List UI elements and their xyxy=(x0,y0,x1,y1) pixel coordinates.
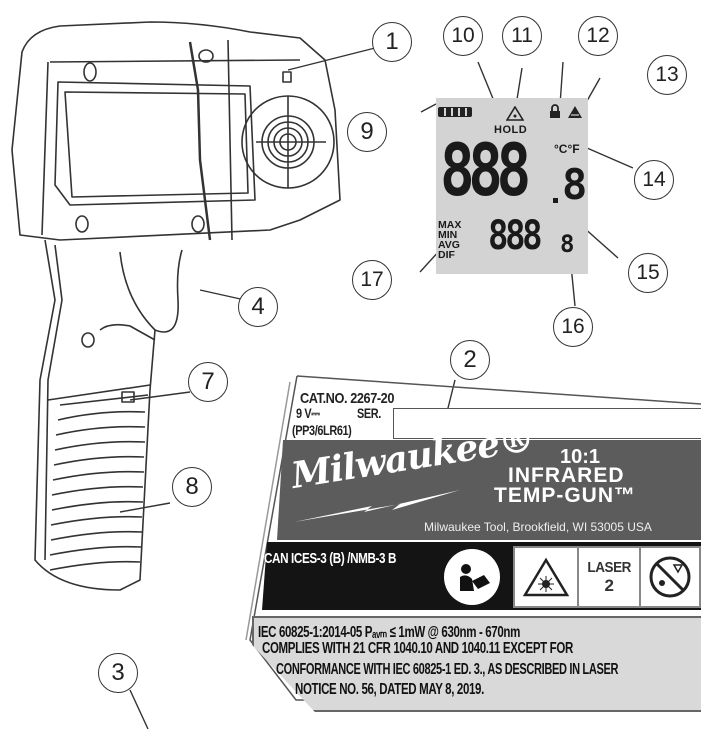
cat-number: CAT.NO. 2267-20 xyxy=(300,390,395,407)
product-ratio: 10:1 xyxy=(560,446,601,468)
serial-label: SER. xyxy=(357,405,381,421)
callout-2: 2 xyxy=(450,340,490,380)
secondary-decimal-digit: 8 xyxy=(560,230,575,258)
callout-15: 15 xyxy=(628,253,668,293)
lcd-display: HOLD °C°F 888 8 MAX MIN AVG DIF 888 8 xyxy=(436,98,588,274)
ices-statement: CAN ICES-3 (B) /NMB-3 B xyxy=(264,550,397,567)
callout-17: 17 xyxy=(352,260,392,300)
compliance-line-2: COMPLIES WITH 21 CFR 1040.10 AND 1040.11… xyxy=(262,640,573,657)
temp-units: °C°F xyxy=(554,142,580,156)
product-name-line2: TEMP-GUN™ xyxy=(494,484,636,507)
laser-label: LASER xyxy=(587,558,631,576)
callout-1: 1 xyxy=(372,22,412,62)
read-manual-icon xyxy=(444,549,500,605)
callout-8: 8 xyxy=(172,467,212,507)
mode-dif: DIF xyxy=(438,249,455,261)
mode-labels: MAX MIN AVG DIF xyxy=(438,219,462,261)
callout-10: 10 xyxy=(443,16,483,56)
product-name-line1: INFRARED xyxy=(508,464,625,487)
callout-7: 7 xyxy=(188,362,228,402)
no-stare-symbol xyxy=(641,548,699,606)
laser-hazard-symbol xyxy=(515,548,579,606)
callout-9: 9 xyxy=(347,112,387,152)
laser-hazard-icon xyxy=(523,557,569,597)
compliance-line-4: NOTICE NO. 56, DATED MAY 8, 2019. xyxy=(295,681,484,698)
laser-aperture xyxy=(282,71,292,83)
mode-avg: AVG xyxy=(438,239,460,251)
display-window xyxy=(54,81,256,206)
callout-12: 12 xyxy=(578,16,618,56)
compliance-line-3: CONFORMANCE WITH IEC 60825-1 ED. 3., AS … xyxy=(276,661,619,678)
callout-16: 16 xyxy=(553,307,593,347)
trigger-outline xyxy=(119,249,183,333)
main-decimal-digit: 8 xyxy=(562,160,588,209)
callout-11: 11 xyxy=(502,16,542,56)
voltage-rating: 9 V⎓ xyxy=(296,405,320,421)
backlight-icon xyxy=(568,106,582,118)
mode-min: MIN xyxy=(438,229,458,241)
manufacturer-address: Milwaukee Tool, Brookfield, WI 53005 USA xyxy=(424,520,652,534)
serial-field xyxy=(393,408,701,439)
decimal-point xyxy=(553,198,558,203)
laser-class-box: LASER 2 xyxy=(579,548,641,606)
secondary-reading: 888 xyxy=(488,213,543,259)
laser-warning-panel: LASER 2 xyxy=(513,546,701,608)
callout-13: 13 xyxy=(647,55,687,95)
do-not-stare-icon xyxy=(649,556,691,598)
handle-outline xyxy=(34,239,156,591)
main-reading: 888 xyxy=(440,128,531,212)
hold-indicator: HOLD xyxy=(494,124,528,136)
brand-band xyxy=(277,440,701,540)
housing-outline xyxy=(11,21,341,241)
callout-4: 4 xyxy=(238,287,278,327)
battery-type: (PP3/6LR61) xyxy=(292,422,352,438)
callout-3: 3 xyxy=(98,653,138,693)
compliance-box xyxy=(252,616,701,712)
lightning-bolt-icon xyxy=(294,490,460,522)
mode-max: MAX xyxy=(438,219,462,231)
battery-icon xyxy=(438,107,472,117)
callout-14: 14 xyxy=(634,160,674,200)
compliance-line-1: IEC 60825-1:2014-05 Pₐᵥₘ ≤ 1mW @ 630nm -… xyxy=(258,624,520,641)
trigger-lock xyxy=(121,391,135,403)
laser-class: 2 xyxy=(604,575,614,595)
laser-warning-icon xyxy=(506,106,524,121)
lock-icon xyxy=(550,104,560,118)
